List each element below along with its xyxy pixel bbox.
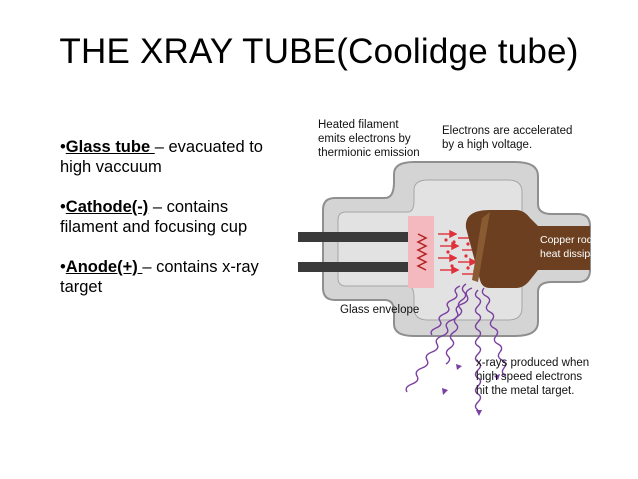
label-copper-line1: Copper rod for	[540, 234, 608, 246]
label-xrays-line2: high speed electrons	[476, 371, 582, 383]
cathode-rod-lower	[298, 262, 416, 272]
label-xrays-line3: hit the metal target.	[476, 385, 574, 397]
label-filament-line1: Heated filament	[318, 119, 399, 131]
bullet-text-cathode: – contains filament and focusing cup	[60, 198, 248, 236]
anode-target-face	[472, 212, 490, 282]
label-electrons-line2: by a high voltage.	[442, 139, 532, 151]
bullet-term-glass-tube: Glass tube	[65, 138, 155, 156]
label-filament: Heated filament emits electrons by therm…	[318, 119, 420, 159]
label-xrays-line1: x-rays produced when	[476, 357, 589, 369]
xray-waves	[405, 283, 507, 411]
label-electrons-line1: Electrons are accelerated	[442, 125, 572, 137]
bullet-cathode: •Cathode(-) – contains filament and focu…	[60, 198, 248, 236]
filament-coil	[416, 233, 428, 271]
label-copper-line2: heat dissipation	[540, 248, 613, 260]
cathode-rod-upper	[298, 232, 416, 242]
label-filament-line3: thermionic emission	[318, 147, 420, 159]
bullet-text-anode: – contains x-ray target	[60, 258, 259, 296]
slide-title: THE XRAY TUBE(Coolidge tube)	[59, 32, 579, 71]
xray-tube-diagram: Heated filament emits electrons by therm…	[298, 119, 613, 416]
label-xrays: x-rays produced when high speed electron…	[476, 357, 589, 397]
label-glass-envelope: Glass envelope	[340, 304, 419, 316]
bullet-anode: •Anode(+) – contains x-ray target	[60, 258, 259, 296]
bullet-term-cathode: Cathode(-)	[65, 198, 149, 216]
label-filament-line2: emits electrons by	[318, 133, 411, 145]
xray-arrowheads	[442, 364, 500, 416]
label-copper: Copper rod for heat dissipation	[538, 228, 613, 268]
bullet-text-glass-tube: – evacuated to high vaccuum	[60, 138, 263, 176]
label-electrons: Electrons are accelerated by a high volt…	[442, 125, 572, 151]
electron-dots	[444, 238, 484, 270]
bullet-term-anode: Anode(+)	[65, 258, 143, 276]
bullet-glass-tube: •Glass tube – evacuated to high vaccuum	[60, 138, 263, 176]
bullet-list: •Glass tube – evacuated to high vaccuum …	[60, 137, 275, 317]
